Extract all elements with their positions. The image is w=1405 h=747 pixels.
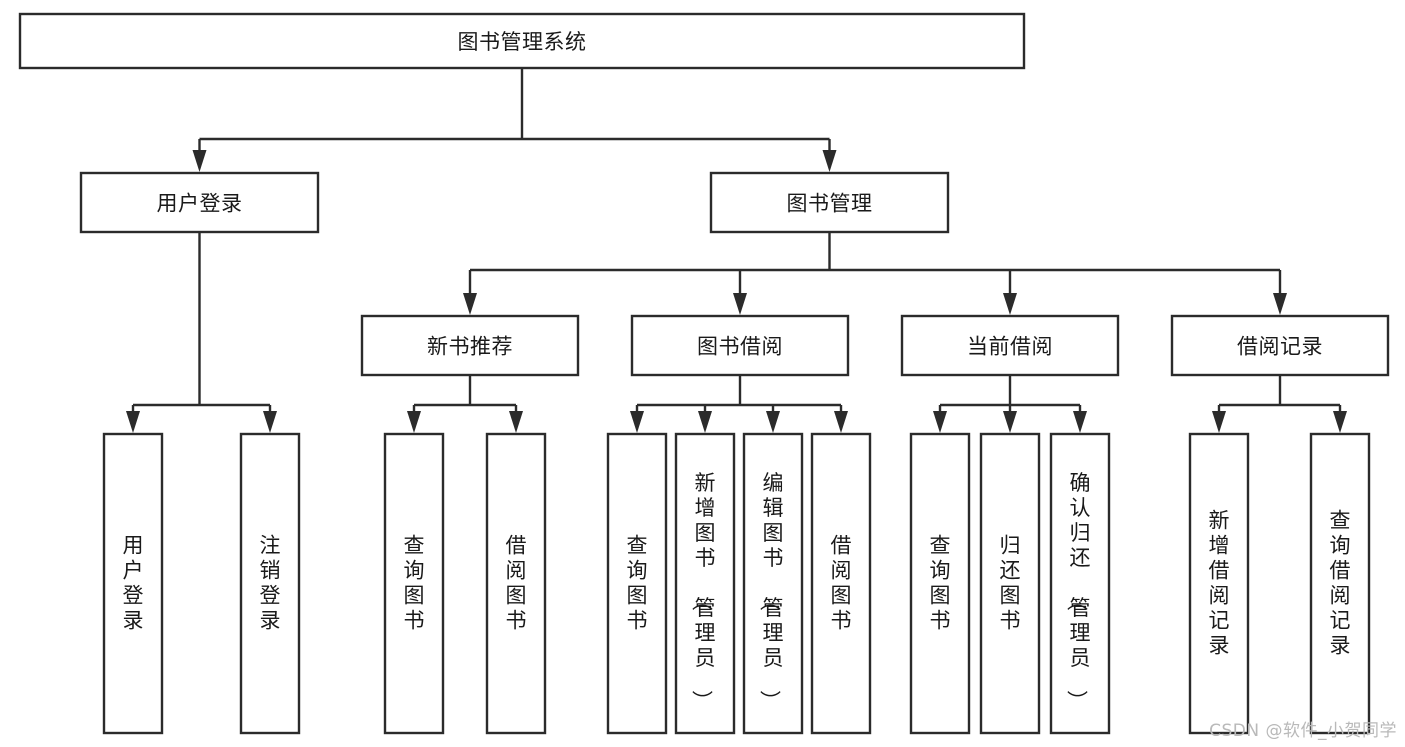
- node-bookmgmt[interactable]: 图书管理: [709, 171, 950, 234]
- arrow-head-icon: [834, 411, 848, 433]
- node-login[interactable]: 用户登录: [79, 171, 320, 234]
- node-box-root[interactable]: [18, 12, 1026, 70]
- arrow-head-icon: [263, 411, 277, 433]
- node-label-leaf-bo-borrow: 借阅图书: [831, 534, 852, 633]
- node-label-leaf-bo-query: 查询图书: [627, 534, 648, 633]
- node-box-records[interactable]: [1170, 314, 1390, 377]
- arrow-head-icon: [1333, 411, 1347, 433]
- arrow-head-icon: [509, 411, 523, 433]
- node-label-leaf-nb-borrow: 借阅图书: [506, 534, 527, 633]
- node-box-borrow[interactable]: [630, 314, 850, 377]
- node-leaf-bo-edit[interactable]: 编辑图书（管理员）: [742, 432, 804, 735]
- node-label-leaf-bo-add: 新增图书（管理员）: [690, 471, 716, 711]
- node-label-leaf-nb-query: 查询图书: [404, 534, 425, 633]
- node-label-newbook: 新书推荐: [427, 335, 513, 359]
- node-box-leaf-re-query[interactable]: [1309, 432, 1371, 735]
- node-box-leaf-nb-query[interactable]: [383, 432, 445, 735]
- node-box-leaf-cu-return[interactable]: [979, 432, 1041, 735]
- arrow-head-icon: [1273, 293, 1287, 315]
- node-leaf-re-query[interactable]: 查询借阅记录: [1309, 432, 1371, 735]
- node-label-records: 借阅记录: [1237, 335, 1323, 359]
- node-box-leaf-user-login[interactable]: [102, 432, 164, 735]
- node-label-leaf-user-login: 用户登录: [123, 534, 144, 633]
- node-current[interactable]: 当前借阅: [900, 314, 1120, 377]
- node-root[interactable]: 图书管理系统: [18, 12, 1026, 70]
- node-leaf-bo-query[interactable]: 查询图书: [606, 432, 668, 735]
- node-box-leaf-re-add[interactable]: [1188, 432, 1250, 735]
- node-layer: 图书管理系统用户登录图书管理新书推荐图书借阅当前借阅借阅记录用户登录注销登录查询…: [18, 12, 1390, 735]
- node-leaf-bo-borrow[interactable]: 借阅图书: [810, 432, 872, 735]
- node-leaf-re-add[interactable]: 新增借阅记录: [1188, 432, 1250, 735]
- node-label-root: 图书管理系统: [458, 30, 587, 54]
- node-leaf-cu-confirm[interactable]: 确认归还（管理员）: [1049, 432, 1111, 735]
- node-box-leaf-cu-confirm[interactable]: [1049, 432, 1111, 735]
- node-box-leaf-bo-add[interactable]: [674, 432, 736, 735]
- arrow-head-icon: [192, 150, 207, 172]
- csdn-watermark: CSDN @软件_小贺同学: [1209, 721, 1397, 741]
- arrow-head-icon: [698, 411, 712, 433]
- node-box-leaf-bo-edit[interactable]: [742, 432, 804, 735]
- node-leaf-user-login[interactable]: 用户登录: [102, 432, 164, 735]
- arrow-head-icon: [822, 150, 837, 172]
- node-leaf-bo-add[interactable]: 新增图书（管理员）: [674, 432, 736, 735]
- node-records[interactable]: 借阅记录: [1170, 314, 1390, 377]
- node-leaf-nb-query[interactable]: 查询图书: [383, 432, 445, 735]
- node-label-leaf-user-logout: 注销登录: [260, 534, 281, 633]
- arrow-head-icon: [126, 411, 140, 433]
- node-label-leaf-bo-edit: 编辑图书（管理员）: [758, 471, 784, 711]
- node-box-login[interactable]: [79, 171, 320, 234]
- arrow-head-icon: [630, 411, 644, 433]
- node-label-borrow: 图书借阅: [697, 335, 783, 359]
- arrow-head-icon: [1212, 411, 1226, 433]
- node-newbook[interactable]: 新书推荐: [360, 314, 580, 377]
- node-leaf-nb-borrow[interactable]: 借阅图书: [485, 432, 547, 735]
- node-box-current[interactable]: [900, 314, 1120, 377]
- arrow-head-icon: [1003, 293, 1017, 315]
- node-label-leaf-re-add: 新增借阅记录: [1209, 509, 1230, 658]
- node-label-leaf-cu-return: 归还图书: [1000, 534, 1021, 633]
- node-box-newbook[interactable]: [360, 314, 580, 377]
- node-borrow[interactable]: 图书借阅: [630, 314, 850, 377]
- arrow-head-icon: [1073, 411, 1087, 433]
- node-label-current: 当前借阅: [967, 335, 1053, 359]
- node-label-bookmgmt: 图书管理: [787, 192, 873, 216]
- node-label-leaf-re-query: 查询借阅记录: [1330, 509, 1351, 658]
- node-leaf-cu-return[interactable]: 归还图书: [979, 432, 1041, 735]
- node-label-leaf-cu-confirm: 确认归还（管理员）: [1065, 471, 1091, 711]
- node-box-bookmgmt[interactable]: [709, 171, 950, 234]
- connector-layer: [126, 68, 1347, 433]
- node-label-login: 用户登录: [157, 192, 243, 216]
- arrow-head-icon: [766, 411, 780, 433]
- arrow-head-icon: [407, 411, 421, 433]
- node-box-leaf-user-logout[interactable]: [239, 432, 301, 735]
- arrow-head-icon: [463, 293, 477, 315]
- node-box-leaf-bo-query[interactable]: [606, 432, 668, 735]
- node-box-leaf-nb-borrow[interactable]: [485, 432, 547, 735]
- node-leaf-cu-query[interactable]: 查询图书: [909, 432, 971, 735]
- arrow-head-icon: [933, 411, 947, 433]
- node-box-leaf-cu-query[interactable]: [909, 432, 971, 735]
- node-box-leaf-bo-borrow[interactable]: [810, 432, 872, 735]
- arrow-head-icon: [733, 293, 747, 315]
- arrow-head-icon: [1003, 411, 1017, 433]
- node-leaf-user-logout[interactable]: 注销登录: [239, 432, 301, 735]
- node-label-leaf-cu-query: 查询图书: [930, 534, 951, 633]
